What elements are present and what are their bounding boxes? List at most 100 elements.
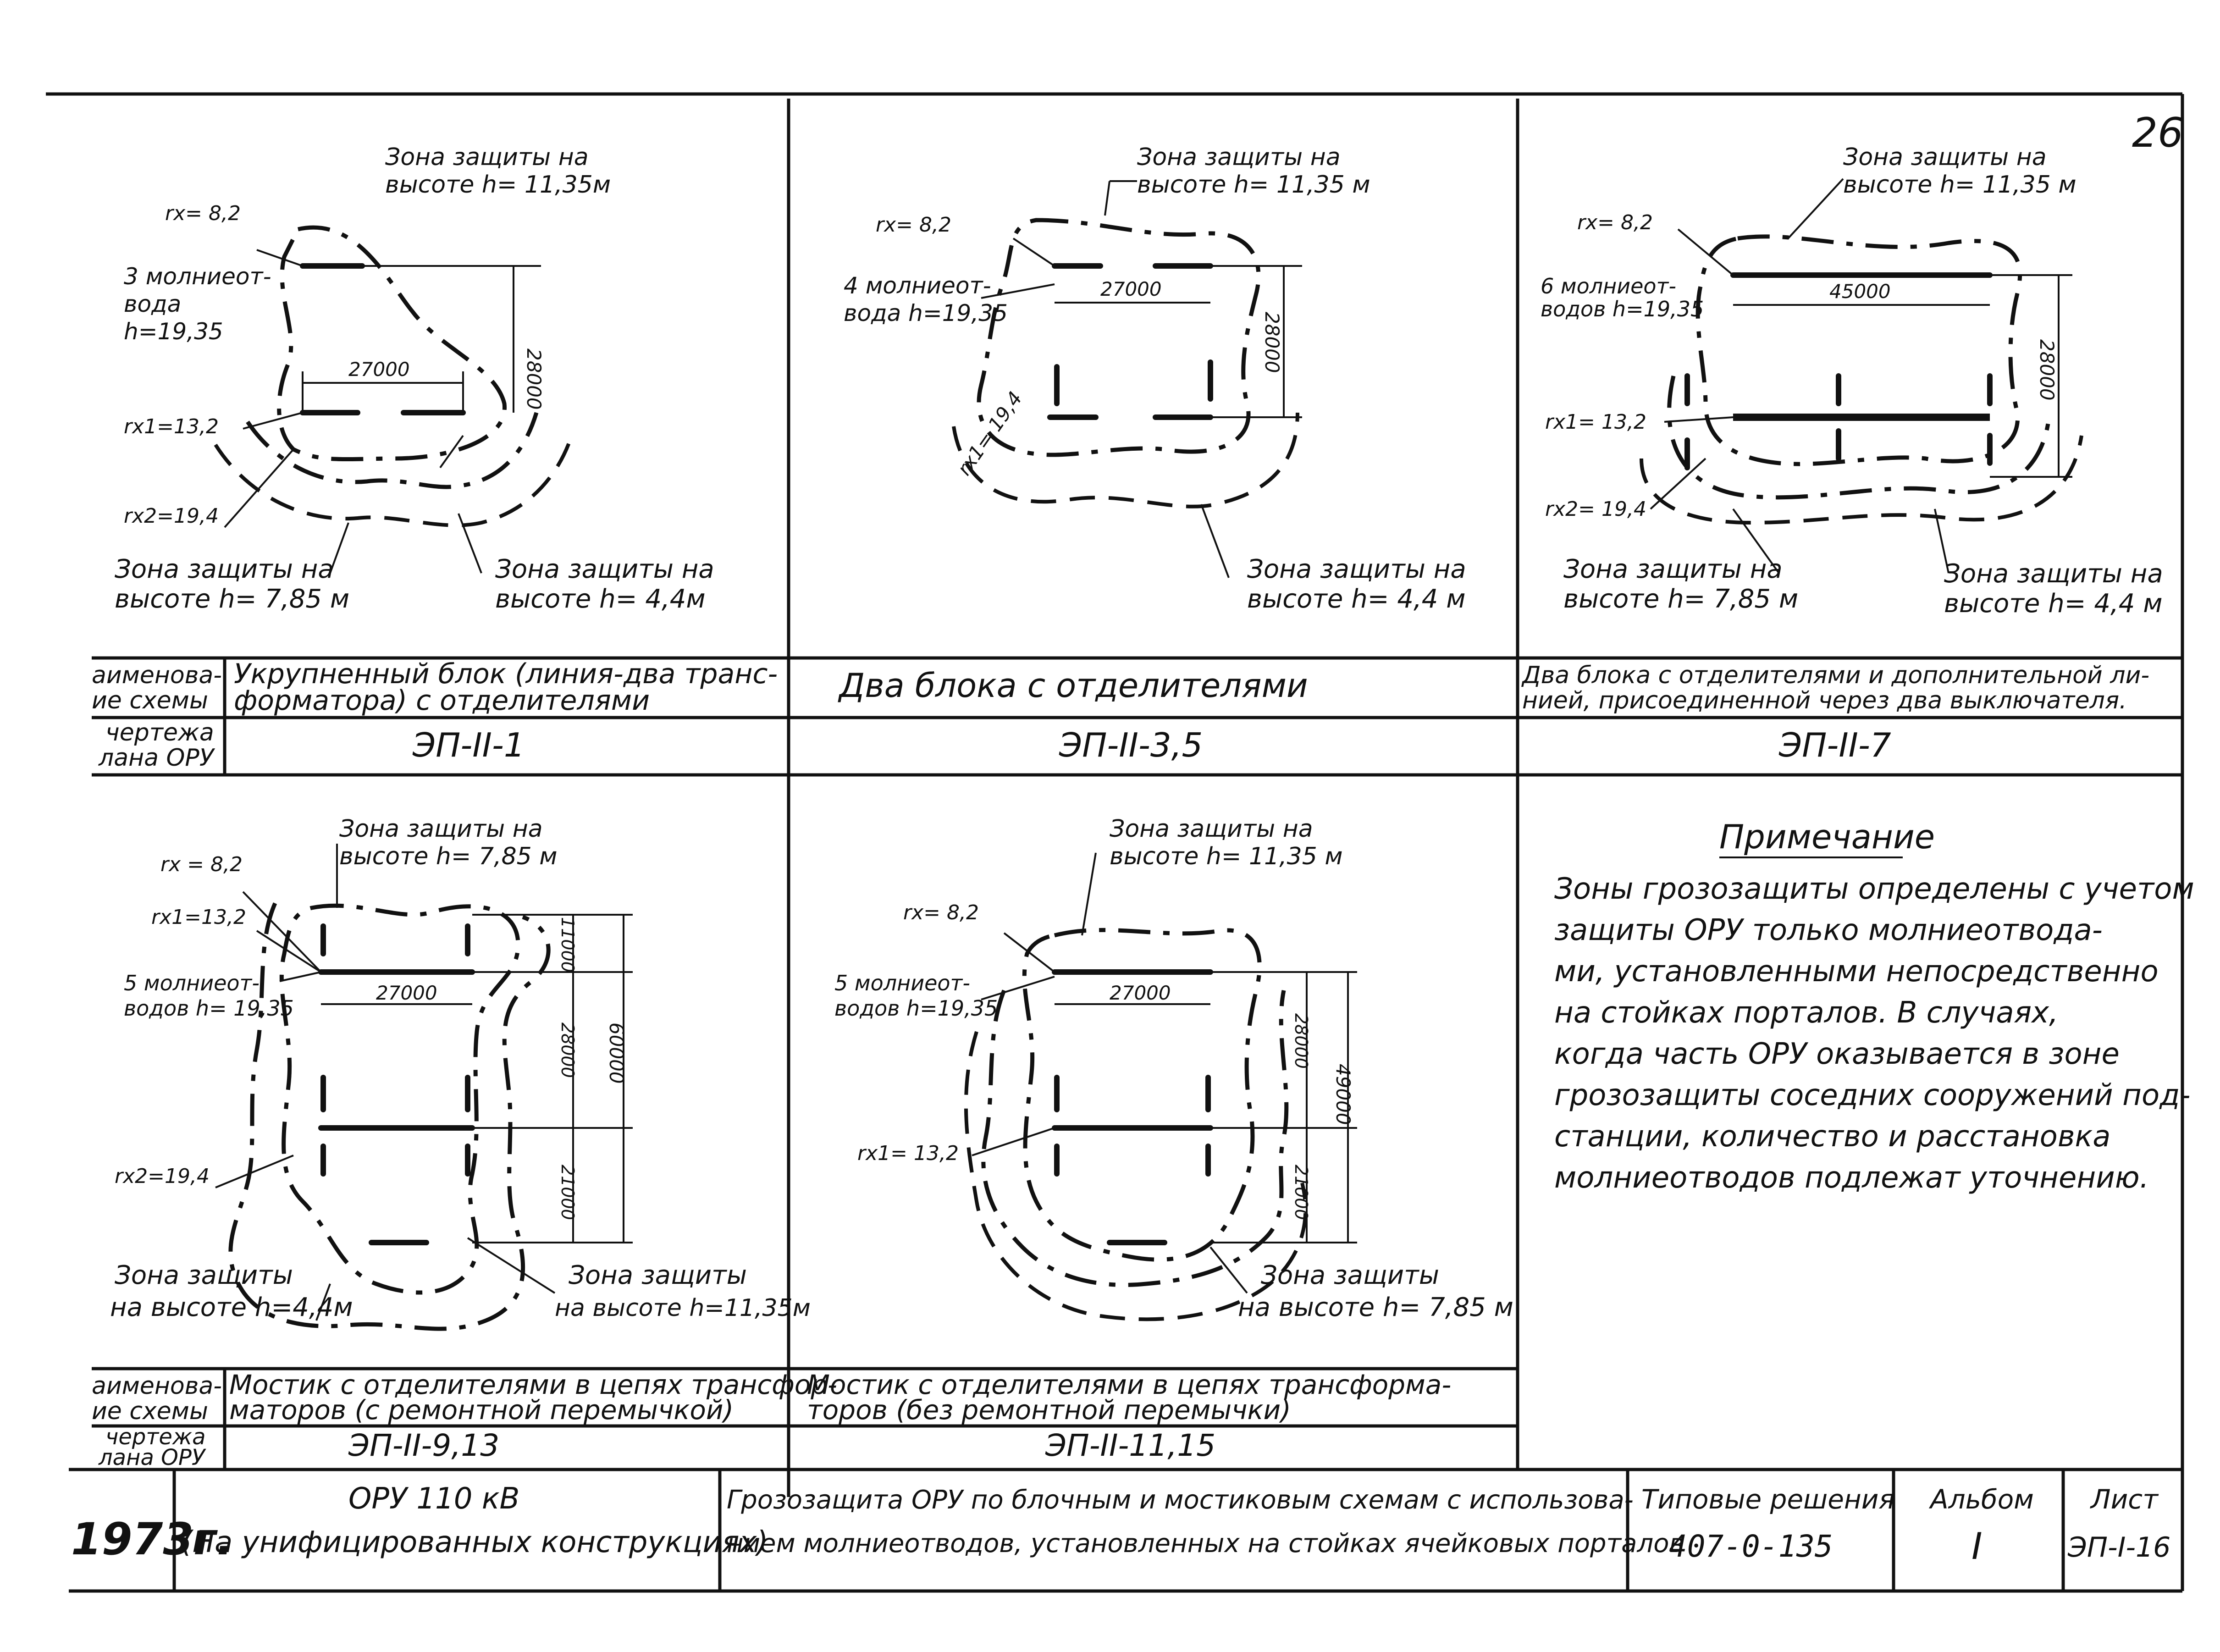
scheme1-count-2: вода: [124, 291, 181, 317]
scheme5-top-zone-2: высоте h= 11,35 м: [1110, 843, 1343, 870]
scheme4-top-zone-2: высоте h= 7,85 м: [339, 843, 558, 870]
description-line-1: Грозозащита ОРУ по блочным и мостиковым …: [727, 1485, 1634, 1515]
sheet-frame: [46, 92, 2184, 1593]
scheme5-dim-c: 21000: [1291, 1165, 1311, 1220]
scheme2-count-1: 4 молниеот-: [844, 272, 991, 299]
scheme3-count-2: водов h=19,35: [1541, 297, 1704, 321]
scheme3-rx2: rx2= 19,4: [1545, 497, 1646, 521]
scheme5-zone-outer: [964, 1031, 1308, 1321]
scheme5-zone-mid: [981, 989, 1289, 1287]
scheme-captions-top: Укрупненный блок (линия-два транс- форма…: [234, 658, 2149, 764]
object-line-1: ОРУ 110 кВ: [348, 1482, 519, 1516]
page-number: 26: [2132, 109, 2183, 156]
album-value: I: [1971, 1525, 1983, 1568]
scheme5-dim-e: 49000: [1332, 1064, 1354, 1125]
scheme3-zone-mid: [1667, 375, 2052, 500]
scheme1-count-3: h=19,35: [124, 318, 223, 345]
scheme4-dim-d: 21000: [558, 1165, 578, 1220]
scheme3-zone-right-2: высоте h= 4,4 м: [1944, 589, 2162, 619]
scheme3-dim-a: 45000: [1829, 280, 1891, 303]
scheme5-name-2: торов (без ремонтной перемычки): [807, 1394, 1291, 1425]
note-line-7: станции, количество и расстановка: [1554, 1120, 2110, 1154]
note-block: Примечание Зоны грозозащиты определены с…: [1554, 818, 2194, 1195]
scheme5-rx: rx= 8,2: [903, 901, 979, 924]
scheme-2-diagram: Зона защиты на высоте h= 11,35 м rx= 8,2…: [844, 144, 1466, 614]
scheme4-count-1: 5 молниеот-: [124, 971, 260, 995]
scheme4-zone-left-2: на высоте h=4,4м: [110, 1293, 353, 1322]
scheme5-rx1: rx1= 13,2: [857, 1142, 959, 1165]
scheme5-name-1: Мостик с отделителями в цепях трансформа…: [807, 1369, 1451, 1400]
scheme2-zone-bottom-2: высоте h= 4,4 м: [1247, 584, 1465, 614]
scheme4-zone-inner: [279, 903, 520, 1295]
scheme4-drawing: ЭП-II-9,13: [348, 1428, 499, 1463]
scheme3-top-zone-2: высоте h= 11,35 м: [1843, 171, 2076, 199]
row-labels-bottom: аименова- ие схемы чертежа лана ОРУ: [92, 1372, 222, 1470]
sheet-label: Лист: [2090, 1484, 2159, 1515]
row-label-name-1: аименова-: [92, 662, 222, 689]
scheme3-dim-b: 28000: [2036, 339, 2058, 401]
scheme1-dim-a: 27000: [348, 358, 410, 381]
row-label-drawing-1b: чертежа: [105, 1424, 206, 1450]
scheme1-zone-mid: [246, 412, 539, 489]
note-line-8: молниеотводов подлежат уточнению.: [1554, 1161, 2149, 1195]
scheme2-top-zone-2: высоте h= 11,35 м: [1137, 171, 1370, 199]
scheme2-zone-outer: [952, 412, 1299, 508]
scheme4-rx: rx = 8,2: [160, 853, 243, 876]
scheme-1-diagram: Зона защиты на высоте h= 11,35м rx= 8,2 …: [115, 144, 714, 614]
scheme3-zone-right-1: Зона защиты на: [1944, 559, 2163, 589]
scheme2-drawing: ЭП-II-3,5: [1059, 726, 1203, 764]
scheme5-dim-b: 28000: [1291, 1013, 1311, 1069]
row-label-drawing-1: чертежа: [105, 719, 214, 746]
scheme-3-diagram: Зона защиты на высоте h= 11,35 м rx= 8,2…: [1541, 144, 2163, 619]
scheme-5-diagram: Зона защиты на высоте h= 11,35 м rx= 8,2…: [834, 815, 1513, 1322]
note-line-5: когда часть ОРУ оказывается в зоне: [1554, 1037, 2120, 1071]
album-label: Альбом: [1928, 1484, 2034, 1515]
note-line-2: защиты ОРУ только молниеотвода-: [1554, 913, 2103, 947]
scheme5-dim-a: 27000: [1110, 982, 1171, 1004]
title-block: 1973г. ОРУ 110 кВ (На унифицированных ко…: [71, 1482, 2170, 1568]
scheme1-zone-right-2: высоте h= 4,4м: [495, 584, 706, 614]
scheme5-zone-inner: [1022, 928, 1262, 1262]
scheme5-zone-bottom-2: на высоте h= 7,85 м: [1238, 1293, 1513, 1322]
scheme3-name-1: Два блока с отделителями и дополнительно…: [1521, 662, 2149, 689]
scheme1-zone-left-2: высоте h= 7,85 м: [115, 584, 349, 614]
note-heading: Примечание: [1719, 818, 1935, 856]
object-line-2: (На унифицированных конструкциях): [181, 1525, 768, 1559]
typical-value: 407-0-135: [1669, 1529, 1833, 1564]
scheme1-zone-outer: [214, 430, 575, 527]
typical-label: Типовые решения: [1641, 1484, 1894, 1515]
scheme3-top-zone-1: Зона защиты на: [1843, 144, 2047, 171]
row-label-name-1b: аименова-: [92, 1372, 222, 1400]
scheme5-top-zone-1: Зона защиты на: [1110, 815, 1313, 843]
scheme1-name-2: форматора) с отделителями: [234, 685, 650, 717]
scheme3-count-1: 6 молниеот-: [1541, 274, 1676, 298]
scheme2-dim-b: 28000: [1261, 312, 1283, 373]
scheme2-name-1: Два блока с отделителями: [838, 666, 1308, 705]
scheme3-zone-left-2: высоте h= 7,85 м: [1563, 584, 1798, 614]
scheme1-top-zone-1: Зона защиты на: [385, 144, 589, 171]
scheme3-rx1: rx1= 13,2: [1545, 410, 1646, 434]
scheme4-top-zone-1: Зона защиты на: [339, 815, 543, 843]
scheme3-drawing: ЭП-II-7: [1778, 726, 1891, 764]
description-line-2: нием молниеотводов, установленных на сто…: [727, 1529, 1684, 1558]
scheme1-top-zone-2: высоте h= 11,35м: [385, 171, 611, 199]
row-labels-top: аименова- ие схемы чертежа лана ОРУ: [92, 662, 222, 772]
row-label-name-2: ие схемы: [92, 687, 208, 714]
scheme5-drawing: ЭП-II-11,15: [1045, 1428, 1215, 1463]
scheme4-dim-e: 60000: [605, 1022, 628, 1084]
scheme1-rx: rx= 8,2: [165, 202, 241, 225]
scheme1-name-1: Укрупненный блок (линия-два транс-: [234, 658, 778, 690]
note-line-6: грозозащиты соседних сооружений под-: [1554, 1078, 2190, 1112]
scheme5-count-1: 5 молниеот-: [834, 971, 970, 995]
scheme2-zone-inner: [977, 218, 1261, 457]
scheme4-name-1: Мостик с отделителями в цепях трансфор-: [229, 1369, 837, 1400]
scheme1-zone-right-1: Зона защиты на: [495, 554, 714, 584]
scheme2-rx: rx= 8,2: [876, 213, 951, 237]
note-line-1: Зоны грозозащиты определены с учетом: [1554, 872, 2194, 906]
scheme3-zone-left-1: Зона защиты на: [1563, 554, 1783, 584]
scheme4-dim-c: 28000: [558, 1022, 578, 1078]
scheme-captions-bottom: Мостик с отделителями в цепях трансфор- …: [229, 1369, 1451, 1463]
scheme1-dim-b: 28000: [523, 348, 545, 410]
scheme2-top-zone-1: Зона защиты на: [1137, 144, 1341, 171]
scheme3-rx: rx= 8,2: [1577, 211, 1653, 234]
